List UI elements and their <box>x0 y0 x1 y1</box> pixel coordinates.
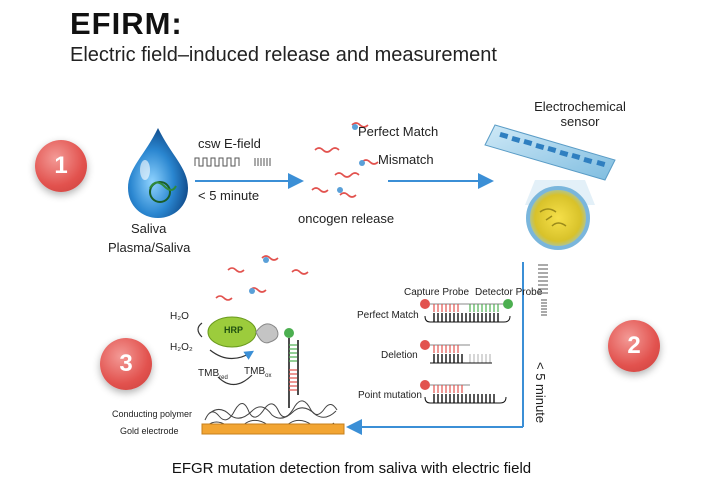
efield-time-label: < 5 minute <box>198 188 260 203</box>
tmb-ox-label: TMBox <box>244 366 272 379</box>
sample-label-saliva: Saliva <box>131 221 167 236</box>
floating-dna-icon <box>215 255 309 301</box>
row-label-perfect-match: Perfect Match <box>357 310 419 321</box>
redox-arrows-icon <box>197 322 255 386</box>
hrp-label: HRP <box>224 325 244 335</box>
step2-time-label: < 5 minute <box>533 362 548 424</box>
saliva-drop-icon <box>128 128 188 218</box>
surface-probe-icon <box>288 338 299 408</box>
figure-caption: EFGR mutation detection from saliva with… <box>171 460 532 477</box>
dna-fragments-icon <box>311 122 379 198</box>
row-label-deletion: Deletion <box>381 350 418 361</box>
probe-diagram <box>420 299 513 404</box>
page-subtitle: Electric field–induced release and measu… <box>70 44 497 66</box>
detector-probe-label: Detector Probe <box>475 287 543 298</box>
sample-label-plasma: Plasma/Saliva <box>108 240 191 255</box>
signal-waveform-icon <box>538 264 548 316</box>
probe-row-deletion <box>420 340 492 364</box>
row-label-point-mutation: Point mutation <box>358 390 422 401</box>
page-title: EFIRM: <box>70 6 183 41</box>
sensor-label: Electrochemical sensor <box>534 99 626 129</box>
gold-electrode-icon <box>201 423 345 435</box>
mismatch-label: Mismatch <box>378 152 434 167</box>
sensor-chip-icon <box>484 124 616 250</box>
probe-row-point-mutation <box>420 380 507 404</box>
hrp-enzyme-icon <box>207 316 294 348</box>
perfect-match-label: Perfect Match <box>358 124 439 139</box>
step-3-badge: 3 <box>100 338 152 390</box>
tmb-red-label: TMBred <box>198 368 228 381</box>
probe-row-perfect-match <box>420 299 513 323</box>
gold-electrode-label: Gold electrode <box>120 426 179 436</box>
step-1-badge: 1 <box>35 140 87 192</box>
efield-label: csw E-field <box>198 136 261 151</box>
capture-probe-label: Capture Probe <box>404 287 470 298</box>
h2o-label: H₂O <box>170 311 189 322</box>
waveform-icon <box>194 157 271 167</box>
conducting-polymer-label: Conducting polymer <box>112 409 193 419</box>
step-2-badge: 2 <box>608 320 660 372</box>
h2o2-label: H₂O₂ <box>170 342 193 353</box>
release-label: oncogen release <box>298 211 395 226</box>
